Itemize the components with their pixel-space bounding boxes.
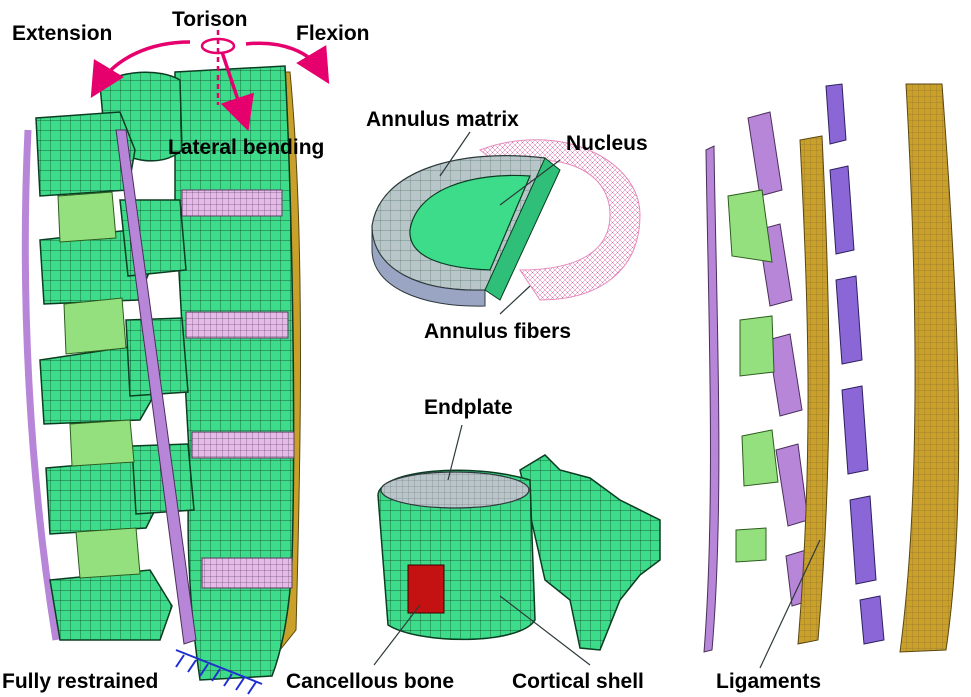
label-extension: Extension [12, 22, 112, 46]
label-torison: Torison [172, 8, 247, 32]
ligaments-model [704, 84, 959, 668]
label-endplate: Endplate [424, 396, 513, 420]
label-nucleus: Nucleus [566, 132, 648, 156]
label-annulus-fibers: Annulus fibers [424, 320, 571, 344]
label-annulus-matrix: Annulus matrix [366, 108, 519, 132]
label-cancellous-bone: Cancellous bone [286, 670, 454, 694]
cancellous-bone-cut [408, 565, 444, 613]
label-lateral-bending: Lateral bending [168, 136, 324, 160]
ligament-segments-violet [826, 84, 884, 644]
vertebra-model [374, 425, 660, 665]
label-cortical-shell: Cortical shell [512, 670, 644, 694]
label-ligaments: Ligaments [716, 670, 821, 694]
ligament-thin-purple [704, 146, 719, 652]
disc-model [372, 132, 640, 314]
label-fully-restrained: Fully restrained [2, 670, 158, 694]
label-flexion: Flexion [296, 22, 370, 46]
lumbar-spine-model [25, 66, 300, 694]
